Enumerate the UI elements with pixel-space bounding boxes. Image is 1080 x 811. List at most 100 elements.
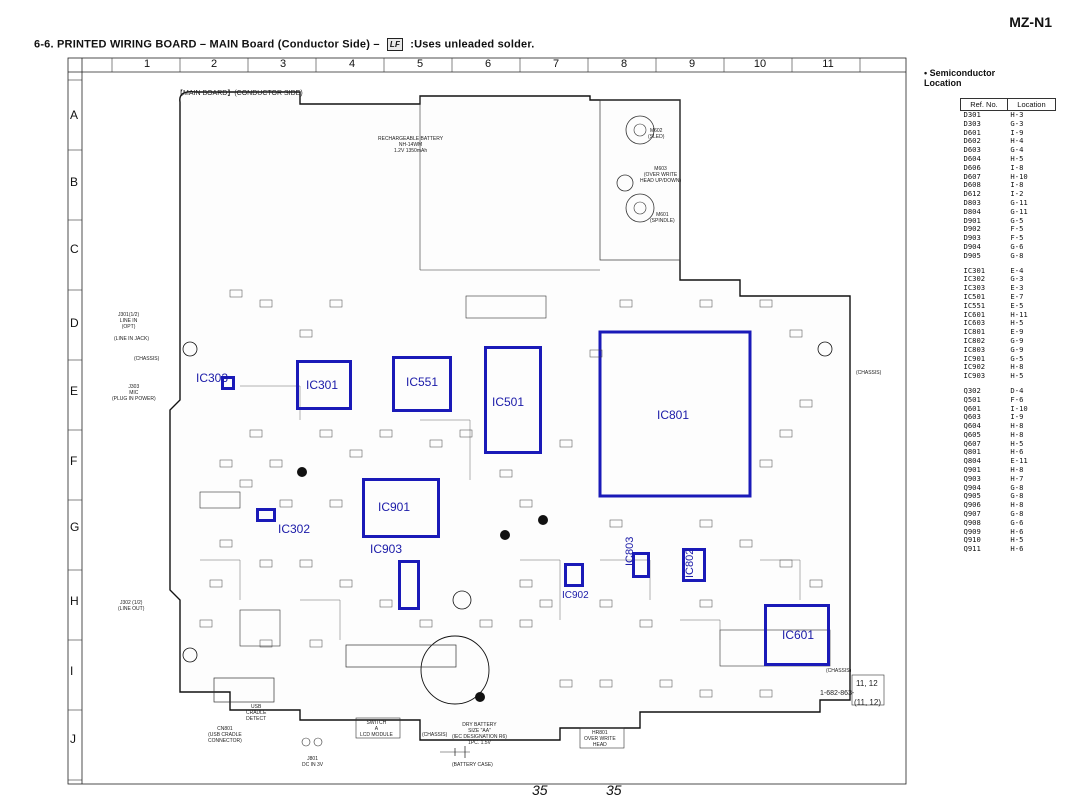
legend-location: H-6	[1010, 526, 1024, 536]
legend-location: I-10	[1010, 403, 1028, 413]
legend-ref: Q604	[963, 421, 981, 431]
component-outline	[519, 619, 533, 628]
component-outline	[299, 559, 313, 568]
legend-ref: D601	[963, 127, 981, 137]
component-outline	[209, 579, 223, 588]
legend-ref: D607	[963, 171, 981, 181]
component-outline	[739, 539, 753, 548]
column-label: 8	[620, 58, 628, 70]
legend-row: Q605 H-8	[961, 429, 1056, 440]
ic902-label: IC902	[562, 590, 589, 601]
legend-ref: Q908	[963, 517, 981, 527]
component-outline	[429, 439, 443, 448]
legend-location: H-6	[1010, 544, 1024, 554]
ic802-label: IC802	[684, 548, 696, 578]
component-outline	[699, 519, 713, 528]
legend-ref: D301	[963, 110, 981, 119]
legend-location: F-5	[1010, 224, 1024, 234]
component-outline	[559, 679, 573, 688]
sheet-label: 11, 12	[856, 679, 878, 688]
legend-ref: D901	[963, 215, 981, 225]
component-outline	[239, 479, 253, 488]
legend-ref: D604	[963, 153, 981, 163]
legend-ref: IC801	[963, 327, 986, 337]
component-outline	[269, 459, 283, 468]
legend-location: H-8	[1010, 429, 1024, 439]
legend-location: E-5	[1010, 300, 1024, 310]
legend-location: G-4	[1010, 145, 1024, 155]
legend-location: H-5	[1010, 153, 1024, 163]
legend-location: D-4	[1010, 385, 1024, 395]
legend-ref: D602	[963, 136, 981, 146]
usb-cradle-annotation: USB CRADLE DETECT	[246, 704, 267, 722]
legend-ref: IC601	[963, 309, 986, 319]
component-outline	[199, 619, 213, 628]
row-label: E	[70, 384, 79, 398]
component-outline	[799, 399, 813, 408]
legend-location: H-5	[1010, 371, 1024, 381]
ic551-outline	[392, 356, 452, 412]
legend-ref: Q605	[963, 429, 981, 439]
legend-location: I-8	[1010, 162, 1024, 172]
row-label: G	[70, 520, 80, 534]
legend-location: H-8	[1010, 500, 1024, 510]
legend-location: E-4	[1010, 265, 1024, 275]
legend-ref: D903	[963, 233, 981, 243]
cn801-annotation: CN801 (USB CRADLE CONNECTOR)	[208, 726, 242, 744]
j801-annotation: J801 DC IN 3V	[302, 756, 324, 768]
component-outline	[329, 499, 343, 508]
column-label: 11	[822, 58, 834, 70]
legend-ref: D608	[963, 180, 981, 190]
legend-location: H-8	[1010, 421, 1024, 431]
legend-row: D301 H-3	[961, 110, 1056, 120]
component-outline	[319, 429, 333, 438]
legend-location: F-6	[1010, 394, 1024, 404]
legend-ref: IC803	[963, 344, 986, 354]
component-outline	[599, 599, 613, 608]
legend-ref: IC902	[963, 362, 986, 372]
row-label: H	[70, 594, 79, 608]
row-label: D	[70, 316, 79, 330]
component-outline	[589, 349, 603, 358]
legend-location: H-8	[1010, 465, 1024, 475]
j302-annotation: J302 (1/2) (LINE OUT)	[118, 600, 145, 612]
legend-location: I-9	[1010, 127, 1024, 137]
legend-location: G-11	[1010, 206, 1028, 216]
legend-row: Q906 H-8	[961, 500, 1056, 510]
ic551-label: IC551	[406, 375, 439, 389]
legend-location: H-3	[1010, 110, 1024, 119]
component-outline	[329, 299, 343, 308]
component-outline	[259, 639, 273, 648]
component-outline	[219, 459, 233, 468]
row-label: A	[70, 108, 79, 122]
ic601-label: IC601	[782, 628, 815, 642]
legend-location: E-7	[1010, 291, 1024, 301]
legend-ref: Q906	[963, 500, 981, 510]
legend-location: G-3	[1010, 274, 1024, 284]
legend-location: G-5	[1010, 215, 1024, 225]
column-label: 1	[143, 58, 151, 70]
legend-location: G-5	[1010, 353, 1024, 363]
legend-location: H-5	[1010, 535, 1024, 545]
model-name: MZ-N1	[1009, 14, 1052, 30]
chassis-annotation-j: (CHASSIS)	[422, 732, 448, 738]
component-outline	[309, 639, 323, 648]
